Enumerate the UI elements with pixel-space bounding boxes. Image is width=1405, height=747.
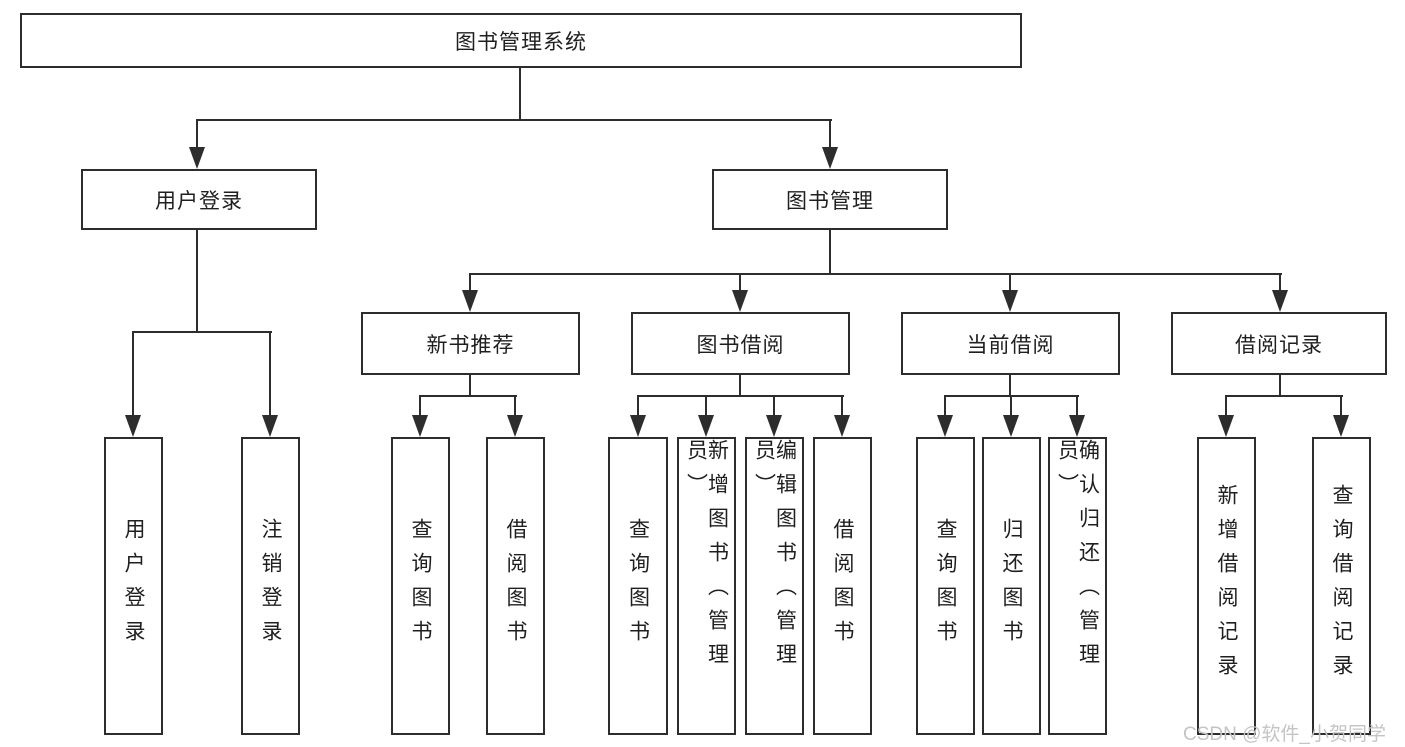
node-book-borrow-label: 图书借阅 (696, 333, 785, 357)
connector-line (419, 395, 517, 397)
arrowhead-down-icon (698, 415, 714, 437)
arrowhead-down-icon (412, 415, 428, 437)
leaf-borrow-query-book: 查询图书 (608, 437, 668, 735)
arrowhead-down-icon (262, 415, 278, 437)
node-borrow-record-label: 借阅记录 (1235, 333, 1323, 357)
connector-line (1010, 395, 1012, 417)
connector-line (829, 119, 831, 149)
connector-line (829, 230, 831, 275)
leaf-current-query-book-label: 查询图书 (934, 518, 957, 654)
connector-line (1009, 273, 1011, 292)
csdn-watermark: CSDN @软件_小贺同学 (1183, 724, 1386, 745)
node-user-login: 用户登录 (81, 169, 317, 230)
connector-line (705, 395, 707, 417)
connector-line (1009, 375, 1011, 397)
node-book-management: 图书管理 (712, 169, 948, 230)
leaf-return-book: 归还图书 (982, 437, 1041, 735)
leaf-add-book-admin: 新增图书（管理员） (677, 437, 736, 735)
arrowhead-down-icon (1218, 415, 1234, 437)
connector-line (1225, 395, 1343, 397)
leaf-edit-book-admin: 编辑图书（管理员） (745, 437, 804, 735)
connector-line (773, 395, 775, 417)
leaf-add-borrow-record-label: 新增借阅记录 (1215, 484, 1238, 688)
leaf-edit-book-admin-label: 编辑图书（管理员） (752, 439, 797, 677)
leaf-query-borrow-record: 查询借阅记录 (1312, 437, 1371, 735)
node-book-borrow: 图书借阅 (631, 312, 850, 375)
arrowhead-down-icon (507, 415, 523, 437)
connector-line (1076, 395, 1078, 417)
node-book-management-label: 图书管理 (786, 189, 874, 213)
connector-line (514, 395, 516, 417)
arrowhead-down-icon (189, 147, 205, 169)
arrowhead-down-icon (462, 290, 478, 312)
leaf-user-login: 用户登录 (104, 437, 163, 735)
leaf-return-book-label: 归还图书 (1000, 518, 1023, 654)
arrowhead-down-icon (732, 290, 748, 312)
leaf-borrow-book: 借阅图书 (813, 437, 872, 735)
connector-line (196, 230, 198, 333)
connector-line (469, 273, 471, 292)
arrowhead-down-icon (822, 147, 838, 169)
connector-line (196, 119, 832, 121)
connector-line (419, 395, 421, 417)
connector-line (1340, 395, 1342, 417)
arrowhead-down-icon (766, 415, 782, 437)
node-current-borrow-label: 当前借阅 (966, 333, 1055, 357)
connector-line (1279, 273, 1281, 292)
arrowhead-down-icon (630, 415, 646, 437)
node-current-borrow: 当前借阅 (901, 312, 1120, 375)
arrowhead-down-icon (1003, 415, 1019, 437)
connector-line (739, 273, 741, 292)
arrowhead-down-icon (1002, 290, 1018, 312)
node-borrow-record: 借阅记录 (1171, 312, 1387, 375)
leaf-logout: 注销登录 (241, 437, 300, 735)
connector-line (269, 331, 271, 415)
connector-line (637, 395, 844, 397)
arrowhead-down-icon (1069, 415, 1085, 437)
leaf-add-borrow-record: 新增借阅记录 (1197, 437, 1256, 735)
leaf-borrow-query-book-label: 查询图书 (626, 518, 650, 654)
leaf-confirm-return-admin: 确认归还（管理员） (1048, 437, 1107, 735)
arrowhead-down-icon (125, 415, 141, 437)
arrowhead-down-icon (937, 415, 953, 437)
connector-line (132, 331, 134, 415)
leaf-recommend-query-book-label: 查询图书 (409, 518, 432, 654)
node-new-book-recommend-label: 新书推荐 (426, 333, 515, 357)
node-user-login-label: 用户登录 (155, 189, 243, 213)
connector-line (739, 375, 741, 397)
leaf-borrow-book-label: 借阅图书 (831, 518, 854, 654)
leaf-add-book-admin-label: 新增图书（管理员） (684, 439, 729, 677)
arrowhead-down-icon (834, 415, 850, 437)
leaf-current-query-book: 查询图书 (916, 437, 975, 735)
connector-line (519, 68, 521, 121)
leaf-recommend-borrow-book: 借阅图书 (486, 437, 545, 735)
leaf-user-login-label: 用户登录 (122, 518, 145, 654)
connector-line (1279, 375, 1281, 397)
connector-line (841, 395, 843, 417)
connector-line (637, 395, 639, 417)
arrowhead-down-icon (1272, 290, 1288, 312)
leaf-confirm-return-admin-label: 确认归还（管理员） (1055, 439, 1100, 677)
connector-line (469, 375, 471, 397)
node-root: 图书管理系统 (20, 13, 1022, 68)
connector-line (132, 331, 272, 333)
connector-line (944, 395, 946, 417)
leaf-query-borrow-record-label: 查询借阅记录 (1330, 484, 1353, 688)
leaf-logout-label: 注销登录 (259, 518, 282, 654)
connector-line (1225, 395, 1227, 417)
connector-line (469, 273, 1282, 275)
arrowhead-down-icon (1333, 415, 1349, 437)
connector-line (196, 119, 198, 149)
leaf-recommend-query-book: 查询图书 (391, 437, 450, 735)
node-root-label: 图书管理系统 (455, 30, 587, 54)
leaf-recommend-borrow-book-label: 借阅图书 (504, 518, 527, 654)
node-new-book-recommend: 新书推荐 (361, 312, 580, 375)
